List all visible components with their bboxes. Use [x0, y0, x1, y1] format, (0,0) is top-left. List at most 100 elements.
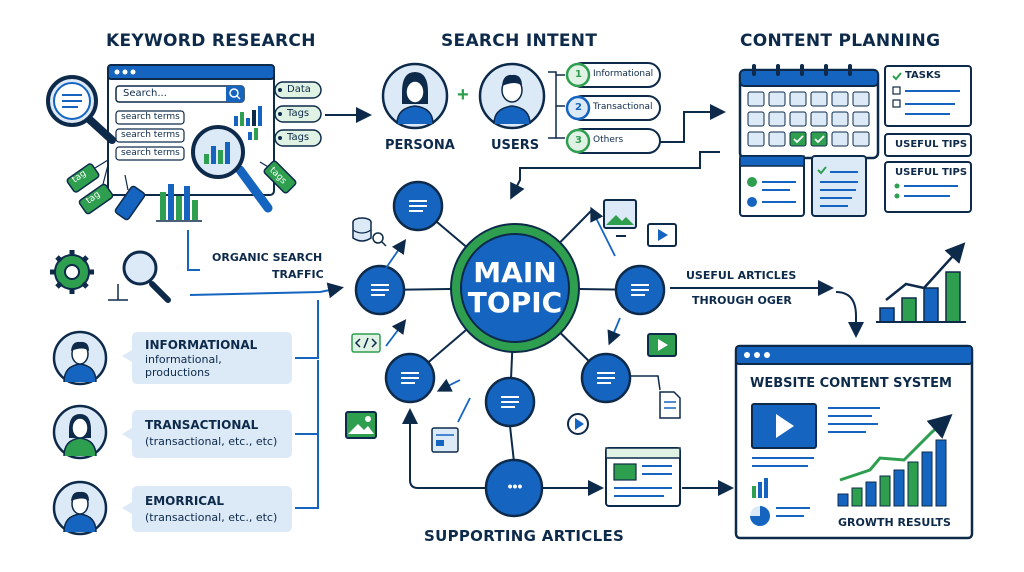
calendar-cell — [768, 91, 786, 107]
audience-informational-text: informational, productions — [145, 353, 222, 379]
calendar-cell — [810, 131, 828, 147]
main-topic-line1: MAIN — [473, 256, 557, 289]
code-icon — [351, 333, 381, 353]
gear-icon — [50, 250, 94, 294]
magnifier-icon — [46, 75, 116, 144]
search-placeholder: Search... — [123, 88, 167, 99]
form-icon — [431, 427, 459, 453]
image-icon — [345, 411, 377, 439]
calendar-cell — [789, 91, 807, 107]
tag-pills — [274, 81, 322, 147]
calendar-cell — [789, 111, 807, 127]
calendar-cell — [768, 111, 786, 127]
calendar-cell — [831, 131, 849, 147]
document-icon — [659, 391, 681, 419]
audience-emorrical-text: (transactional, etc., etc) — [145, 511, 278, 524]
person-icon — [52, 404, 108, 460]
play-button-icon — [567, 413, 589, 435]
check-icon — [814, 135, 825, 144]
useful-tips-label-2: USEFUL TIPS — [895, 167, 968, 178]
chart-magnifier-icon — [191, 125, 273, 213]
useful-tips-card-1 — [884, 133, 972, 157]
article-icon — [605, 447, 681, 507]
audience-informational-title: INFORMATIONAL — [145, 338, 258, 352]
users-avatar — [478, 62, 546, 130]
article-node-right[interactable] — [614, 264, 666, 316]
video-icon — [647, 333, 677, 357]
calendar-cell — [852, 91, 870, 107]
audience-bubbles — [122, 332, 292, 532]
bar-chart-icon — [156, 184, 202, 222]
person-icon — [52, 480, 108, 536]
checklist-icon — [739, 155, 805, 217]
video-icon — [647, 223, 677, 247]
check-icon — [793, 135, 804, 144]
tasks-card — [884, 65, 972, 127]
organic-label-2: TRAFFIC — [272, 268, 324, 281]
calendar-grid — [747, 91, 870, 147]
calendar-cell — [831, 111, 849, 127]
useful-articles-label-2: THROUGH OGER — [692, 294, 792, 307]
intent-options — [565, 62, 661, 154]
keyword-browser-window — [107, 64, 275, 196]
intent-num-1: 1 — [575, 69, 582, 80]
calendar-cell — [789, 131, 807, 147]
audience-transactional-title: TRANSACTIONAL — [145, 418, 259, 432]
plus-sign: + — [457, 84, 469, 106]
tasks-label: TASKS — [905, 70, 941, 81]
tag-pill-tags-2: Tags — [287, 132, 310, 143]
image-icon — [603, 199, 637, 237]
calendar-cell — [852, 131, 870, 147]
main-topic-node — [450, 223, 580, 353]
calendar-cell — [810, 91, 828, 107]
audience-transactional-text: (transactional, etc., etc) — [145, 435, 278, 448]
search-intent-heading: SEARCH INTENT — [441, 31, 598, 51]
intent-num-3: 3 — [575, 135, 582, 146]
website-content-system-heading: WEBSITE CONTENT SYSTEM — [750, 376, 952, 391]
growth-results-label: GROWTH RESULTS — [838, 516, 951, 529]
content-planning-heading: CONTENT PLANNING — [740, 31, 941, 51]
tag-pill-data: Data — [287, 84, 311, 95]
calendar-cell — [831, 91, 849, 107]
article-node-bottom-left[interactable] — [384, 352, 436, 404]
calendar-cell — [810, 111, 828, 127]
hanging-tags — [66, 159, 297, 221]
article-node-bottom[interactable] — [484, 376, 536, 428]
article-node-top-left[interactable] — [392, 180, 444, 232]
calendar-cell — [747, 131, 765, 147]
more-node-label: ••• — [507, 478, 523, 494]
intent-others: Others — [593, 135, 624, 145]
growth-chart-icon — [876, 242, 966, 323]
intent-transactional: Transactional — [593, 102, 653, 112]
search-term-2: search terms — [121, 130, 180, 140]
person-icon — [52, 330, 108, 386]
supporting-articles-heading: SUPPORTING ARTICLES — [424, 527, 625, 545]
website-content-window — [734, 344, 974, 540]
useful-articles-label-1: USEFUL ARTICLES — [686, 269, 797, 282]
persona-label: PERSONA — [385, 138, 455, 153]
organic-label-1: ORGANIC SEARCH — [212, 251, 323, 264]
intent-num-2: 2 — [575, 102, 582, 113]
useful-tips-label-1: USEFUL TIPS — [895, 139, 968, 150]
database-icon — [352, 217, 387, 247]
audience-emorrical-title: EMORRICAL — [145, 494, 225, 508]
research-magnifier-icon — [108, 250, 171, 303]
calendar-cell — [852, 111, 870, 127]
main-topic-line2: TOPIC — [467, 286, 563, 319]
intent-informational: Informational — [593, 69, 654, 79]
search-term-1: search terms — [121, 112, 180, 122]
tag-pill-tags-1: Tags — [287, 108, 310, 119]
persona-avatar — [381, 62, 449, 130]
mini-bar-chart-icon — [234, 106, 262, 140]
calendar-cell — [768, 131, 786, 147]
useful-tips-card-2 — [884, 161, 972, 213]
article-node-left[interactable] — [354, 264, 406, 316]
calendar-cell — [747, 91, 765, 107]
article-node-bottom-right[interactable] — [580, 352, 632, 404]
search-icon — [229, 88, 241, 100]
keyword-research-heading: KEYWORD RESEARCH — [106, 31, 316, 51]
calendar-cell — [747, 111, 765, 127]
document-icon — [811, 155, 867, 217]
